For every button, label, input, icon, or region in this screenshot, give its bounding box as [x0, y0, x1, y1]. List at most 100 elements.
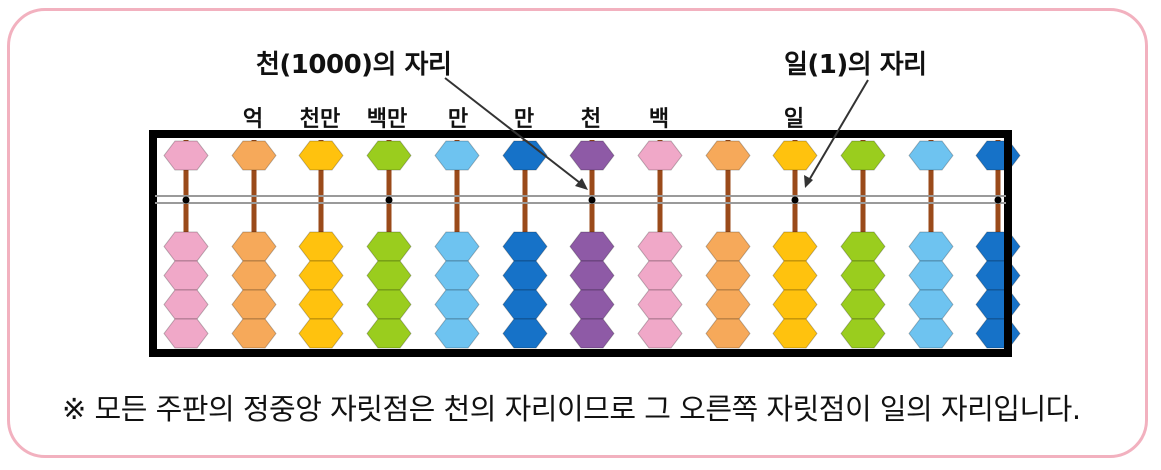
- abacus-rod-4: [366, 140, 412, 349]
- lower-bead: [705, 260, 751, 291]
- upper-bead: [975, 140, 1021, 171]
- one-pointer-line: [807, 79, 869, 183]
- lower-bead: [840, 289, 886, 320]
- abacus-rod-12: [908, 140, 954, 349]
- lower-bead: [569, 289, 615, 320]
- lower-bead: [434, 318, 480, 349]
- reckoning-bar: [155, 195, 1006, 204]
- unit-point-dot: [182, 196, 190, 204]
- upper-bead: [163, 140, 209, 171]
- upper-bead: [772, 140, 818, 171]
- lower-bead: [705, 289, 751, 320]
- lower-bead: [772, 318, 818, 349]
- lower-bead: [231, 289, 277, 320]
- abacus-rod-8: [637, 140, 683, 349]
- lower-bead: [298, 318, 344, 349]
- lower-bead: [840, 231, 886, 262]
- abacus-rod-3: [298, 140, 344, 349]
- lower-bead: [908, 231, 954, 262]
- lower-bead: [975, 289, 1021, 320]
- lower-bead: [502, 318, 548, 349]
- upper-bead: [298, 140, 344, 171]
- abacus-rod-9: [705, 140, 751, 349]
- place-label-cheonman: 천만: [299, 107, 341, 132]
- lower-bead: [975, 318, 1021, 349]
- upper-bead: [366, 140, 412, 171]
- lower-bead: [705, 231, 751, 262]
- lower-bead: [772, 289, 818, 320]
- place-label-baek: 백: [648, 107, 670, 132]
- lower-bead: [502, 231, 548, 262]
- abacus-rod-10: [772, 140, 818, 349]
- lower-bead: [772, 260, 818, 291]
- upper-bead: [231, 140, 277, 171]
- abacus-frame: [149, 130, 1012, 357]
- lower-bead: [840, 260, 886, 291]
- place-label-man-1: 만: [447, 107, 469, 132]
- place-label-baekman: 백만: [366, 107, 408, 132]
- upper-bead: [637, 140, 683, 171]
- unit-point-dot: [994, 196, 1002, 204]
- unit-point-dots: [182, 196, 1002, 204]
- lower-bead: [434, 260, 480, 291]
- one-place-callout: 일(1)의 자리: [784, 50, 927, 80]
- lower-bead: [908, 318, 954, 349]
- lower-bead: [908, 289, 954, 320]
- abacus-rod-13: [975, 140, 1021, 349]
- lower-bead: [298, 289, 344, 320]
- lower-bead: [772, 231, 818, 262]
- upper-bead: [705, 140, 751, 171]
- one-pointer-arrowhead: [804, 175, 813, 188]
- lower-bead: [908, 260, 954, 291]
- lower-bead: [298, 231, 344, 262]
- lower-bead: [569, 318, 615, 349]
- lower-bead: [231, 260, 277, 291]
- lower-bead: [163, 260, 209, 291]
- lower-bead: [163, 231, 209, 262]
- lower-bead: [366, 260, 412, 291]
- lower-bead: [231, 231, 277, 262]
- lower-bead: [502, 260, 548, 291]
- lower-bead: [705, 318, 751, 349]
- lower-bead: [231, 318, 277, 349]
- lower-bead: [637, 289, 683, 320]
- lower-bead: [366, 318, 412, 349]
- lower-bead: [502, 289, 548, 320]
- upper-bead: [840, 140, 886, 171]
- lower-bead: [569, 260, 615, 291]
- abacus-rod-11: [840, 140, 886, 349]
- abacus-rod-2: [231, 140, 277, 349]
- unit-point-dot: [385, 196, 393, 204]
- place-label-man-2: 만: [513, 107, 535, 132]
- lower-bead: [366, 289, 412, 320]
- lower-bead: [434, 231, 480, 262]
- lower-bead: [569, 231, 615, 262]
- thousand-pointer-arrowhead: [575, 178, 588, 190]
- lower-bead: [434, 289, 480, 320]
- place-label-cheon: 천: [580, 107, 602, 132]
- upper-bead: [434, 140, 480, 171]
- abacus-rod-5: [434, 140, 480, 349]
- place-label-il: 일: [783, 107, 805, 132]
- abacus-rod-6: [502, 140, 548, 349]
- upper-bead: [502, 140, 548, 171]
- abacus-rod-1: [163, 140, 209, 349]
- lower-bead: [163, 289, 209, 320]
- lower-bead: [366, 231, 412, 262]
- lower-bead: [637, 260, 683, 291]
- abacus-rods: [163, 140, 1021, 349]
- place-label-eok: 억: [242, 107, 264, 132]
- lower-bead: [163, 318, 209, 349]
- lower-bead: [637, 318, 683, 349]
- abacus-rod-7: [569, 140, 615, 349]
- upper-bead: [569, 140, 615, 171]
- unit-point-dot: [588, 196, 596, 204]
- lower-bead: [975, 231, 1021, 262]
- thousand-place-callout: 천(1000)의 자리: [256, 50, 452, 80]
- unit-point-dot: [791, 196, 799, 204]
- thousand-pointer-line: [444, 77, 585, 187]
- upper-bead: [908, 140, 954, 171]
- lower-bead: [840, 318, 886, 349]
- lower-bead: [975, 260, 1021, 291]
